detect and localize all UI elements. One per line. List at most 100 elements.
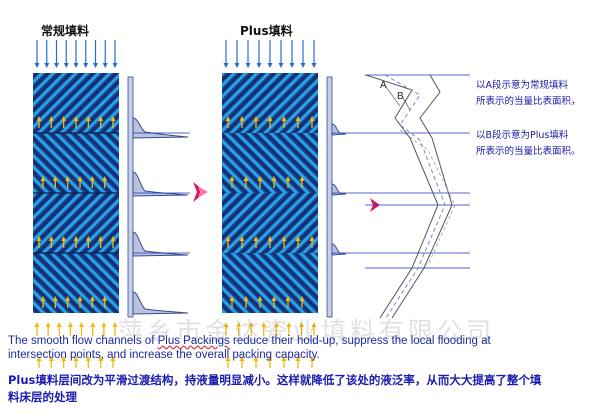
chinese-caption: Plus填料层间改为平滑过渡结构，持液量明显减小。这样就降低了该处的液泛率，从而…: [8, 373, 542, 404]
gas-arrow-head: [40, 296, 46, 301]
gas-arrow-head: [102, 296, 108, 301]
gas-arrow-head: [285, 296, 291, 301]
gas-arrow-head: [253, 356, 259, 361]
gas-arrow-head: [295, 116, 301, 121]
liquid-arrow-head: [83, 63, 89, 68]
conventional-packing-title: 常规填料: [41, 24, 90, 38]
liquid-arrow-head: [256, 63, 262, 68]
gas-arrow-head: [85, 116, 91, 121]
gas-flow-arrows-plus: [223, 116, 317, 368]
gas-arrow-head: [77, 176, 83, 181]
liquid-arrow-head: [34, 63, 40, 68]
holdup-profile-plus: [326, 76, 470, 318]
gas-flow-arrows-conventional: [34, 116, 118, 368]
liquid-arrow-head: [223, 63, 229, 68]
gas-arrow-head: [253, 116, 259, 121]
plus-packing-title: Plus填料: [240, 24, 293, 38]
gas-arrow-head: [267, 116, 273, 121]
gas-arrow-head: [299, 296, 305, 301]
gas-arrow-head: [73, 116, 79, 121]
caption-en-part2: reduce their hold-up, suppress the local…: [8, 335, 491, 361]
gas-arrow-head: [225, 116, 231, 121]
gas-arrow-head: [281, 356, 287, 361]
gas-arrow-head: [36, 116, 42, 121]
gas-arrow-head: [253, 236, 259, 241]
liquid-arrow-head: [289, 63, 295, 68]
gas-arrow-head: [89, 176, 95, 181]
gas-arrow-head: [110, 116, 116, 121]
gas-arrow-head: [267, 236, 273, 241]
gas-arrow-head: [61, 116, 67, 121]
gas-arrow-head: [65, 296, 71, 301]
gas-arrow-head: [102, 176, 108, 181]
gas-arrow-head: [52, 176, 58, 181]
gas-arrow-head: [48, 236, 54, 241]
caption-en-underlined: Plus Packings: [157, 335, 230, 347]
legend-a: 以A段示意为常规填料 所表示的当量比表面积，: [476, 78, 581, 110]
gas-arrow-head: [229, 296, 235, 301]
liquid-inlet-arrows-conventional: [34, 40, 118, 68]
gas-arrow-head: [45, 322, 51, 327]
gas-arrow-head: [40, 176, 46, 181]
legend-b: 以B段示意为Plus填料 所表示的当量比表面积。: [476, 128, 581, 160]
gas-arrow-head: [79, 322, 85, 327]
gas-arrow-head: [229, 176, 235, 181]
gas-arrow-head: [309, 356, 315, 361]
liquid-arrow-head: [73, 63, 79, 68]
label-a: A: [380, 80, 387, 91]
holdup-profile-conventional: [127, 76, 190, 318]
gas-arrow-head: [34, 322, 40, 327]
liquid-arrow-head: [300, 63, 306, 68]
gas-arrow-head: [225, 236, 231, 241]
gas-arrow-head: [257, 176, 263, 181]
gas-arrow-head: [61, 236, 67, 241]
gas-arrow-head: [239, 116, 245, 121]
gas-arrow-head: [298, 322, 304, 327]
gas-arrow-head: [271, 176, 277, 181]
gas-arrow-head: [225, 356, 231, 361]
gas-arrow-head: [257, 296, 263, 301]
gas-arrow-head: [85, 236, 91, 241]
gas-arrow-head: [299, 176, 305, 181]
gas-arrow-head: [67, 322, 73, 327]
gas-arrow-head: [267, 356, 273, 361]
plus-packing-block: [222, 73, 318, 313]
liquid-arrow-head: [311, 63, 317, 68]
gas-arrow-head: [101, 322, 107, 327]
liquid-arrow-head: [44, 63, 50, 68]
gas-arrow-head: [309, 236, 315, 241]
gas-arrow-head: [248, 322, 254, 327]
label-b: B: [397, 91, 404, 102]
gas-arrow-head: [110, 236, 116, 241]
conventional-packing-block: [33, 73, 119, 313]
gas-arrow-head: [48, 356, 54, 361]
gas-arrow-head: [110, 356, 116, 361]
liquid-arrow-head: [245, 63, 251, 68]
gas-arrow-head: [98, 116, 104, 121]
gas-arrow-head: [261, 322, 267, 327]
gas-arrow-head: [243, 296, 249, 301]
gas-arrow-head: [295, 236, 301, 241]
liquid-inlet-arrows-plus: [223, 40, 317, 68]
gas-arrow-head: [281, 116, 287, 121]
gas-arrow-head: [52, 296, 58, 301]
gas-arrow-head: [98, 356, 104, 361]
legend-a-line-2: 所表示的当量比表面积，: [476, 96, 581, 107]
liquid-arrow-head: [93, 63, 98, 68]
liquid-arrow-head: [54, 63, 59, 68]
gas-arrow-head: [311, 322, 317, 327]
gas-arrow-head: [286, 322, 292, 327]
gas-arrow-head: [56, 322, 62, 327]
gas-arrow-head: [223, 322, 229, 327]
gas-arrow-head: [98, 236, 104, 241]
gas-arrow-head: [65, 176, 71, 181]
legend-a-line-1: 以A段示意为常规填料: [476, 80, 568, 91]
gas-arrow-head: [243, 176, 249, 181]
liquid-arrow-head: [63, 63, 69, 68]
gas-arrow-head: [77, 296, 83, 301]
gas-arrow-head: [239, 236, 245, 241]
liquid-arrow-head: [112, 63, 118, 68]
gas-arrow-head: [61, 356, 67, 361]
gas-arrow-head: [271, 296, 277, 301]
